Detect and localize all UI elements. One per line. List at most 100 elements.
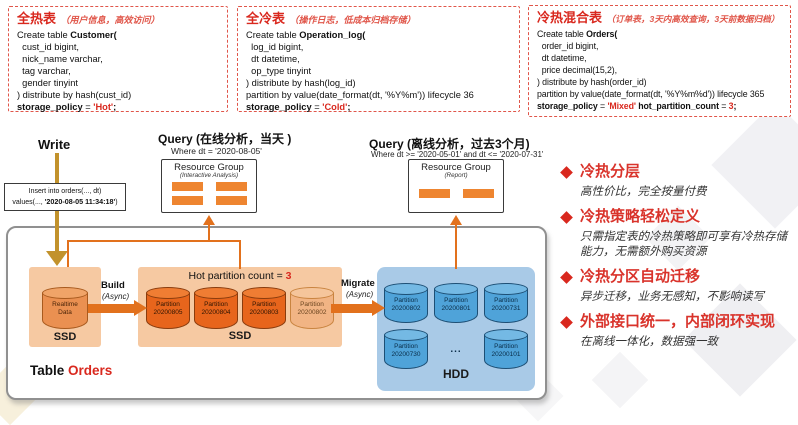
card-title: 冷热混合表: [537, 10, 603, 25]
code-line: storage_policy = 'Mixed' hot_partition_c…: [537, 101, 737, 111]
code-line: price decimal(15,2),: [537, 65, 617, 75]
feature-title: 冷热分区自动迁移: [580, 268, 701, 285]
query-offline-where: Where dt >= '2020-05-01' and dt <= '2020…: [371, 150, 544, 159]
cylinder-body: [484, 335, 528, 369]
resource-group-title: Resource Group: [421, 162, 491, 173]
insert-statement: Insert into orders(..., dt) values(..., …: [4, 183, 126, 211]
resource-bar: [462, 189, 494, 198]
bullet-diamond-icon: [560, 316, 573, 329]
resource-group-subtitle: (Report): [444, 172, 468, 179]
resource-group-subtitle: (Interactive Analysis): [179, 172, 239, 179]
sql-code: Create table Orders( order_id bigint, dt…: [537, 28, 782, 112]
cylinder-top: [434, 283, 478, 295]
feature-title: 冷热分层: [580, 163, 641, 180]
write-arrowhead-icon: [46, 251, 68, 266]
code-line: partition by value(date_format(dt, '%Y%m…: [246, 90, 474, 100]
card-title: 全冷表: [246, 11, 286, 26]
code-line: cust_id bigint,: [17, 42, 80, 52]
cylinder-body: [290, 293, 334, 329]
resource-bars: [169, 182, 249, 205]
migrate-async-label: (Async): [346, 290, 374, 299]
bullet-diamond-icon: [560, 211, 573, 224]
code-line: dt datetime,: [246, 54, 300, 64]
feature-item: 冷热分区自动迁移 异步迁移，业务无感知，不影响读写: [560, 268, 798, 305]
cylinder-top: [194, 287, 238, 299]
up-arrowhead-icon: [450, 215, 462, 225]
bullet-diamond-icon: [560, 166, 573, 179]
cylinder-top: [384, 329, 428, 341]
feature-desc: 高性价比，完全按量付费: [580, 186, 707, 198]
code-line: storage_policy = 'Hot';: [17, 102, 117, 112]
bullet-diamond-icon: [560, 271, 573, 284]
sql-card-cold-table: 全冷表 （操作日志，低成本归档存储） Create table Operatio…: [237, 6, 520, 112]
query-online-title: Query (在线分析，当天 ): [158, 132, 292, 146]
cylinder-body: [194, 293, 238, 329]
feature-item: 冷热策略轻松定义 只需指定表的冷热策略即可享有冷热存储能力，无需额外购买资源: [560, 208, 798, 260]
sql-code: Create table Operation_log( log_id bigin…: [246, 29, 511, 113]
code-line: ) distribute by hash(cust_id): [17, 90, 132, 100]
cylinder-top: [242, 287, 286, 299]
code-line: Create table Operation_log(: [246, 30, 366, 40]
code-line: tag varchar,: [17, 66, 71, 76]
code-line: storage_policy = 'Cold';: [246, 102, 351, 112]
resource-group-interactive: Resource Group (Interactive Analysis): [161, 159, 257, 213]
cylinder-body: [242, 293, 286, 329]
resource-bar: [171, 182, 203, 191]
table-orders-label: Table Orders: [30, 363, 113, 378]
resource-bars: [416, 189, 496, 198]
migrate-label: Migrate: [341, 278, 375, 289]
migrate-arrowhead-icon: [372, 300, 385, 316]
query-connector-line: [67, 240, 241, 242]
resource-bar: [418, 189, 450, 198]
query-connector-line: [455, 225, 457, 269]
cylinder-body: [146, 293, 190, 329]
insert-line2: values(..., '2020-08-05 11:34:18'): [12, 196, 118, 206]
code-line: nick_name varchar,: [17, 54, 103, 64]
resource-bar: [215, 196, 247, 205]
resource-group-title: Resource Group: [174, 162, 244, 173]
code-line: order_id bigint,: [537, 41, 599, 51]
write-label: Write: [38, 137, 71, 152]
code-line: partition by value(date_format(dt, '%Y%m…: [537, 89, 765, 99]
migrate-arrow: [331, 304, 372, 313]
card-subtitle: （用户信息，高效访问）: [60, 15, 160, 25]
build-arrowhead-icon: [134, 300, 147, 316]
code-line: ) distribute by hash(order_id): [537, 77, 647, 87]
feature-item: 外部接口统一，内部闭环实现 在离线一体化，数据强一致: [560, 313, 798, 350]
feature-list: 冷热分层 高性价比，完全按量付费 冷热策略轻松定义 只需指定表的冷热策略即可享有…: [560, 163, 798, 358]
query-connector-line: [239, 240, 241, 269]
card-title: 全热表: [17, 11, 57, 26]
card-subtitle: （订单表，3天内高效查询，3天前数据归档）: [606, 14, 780, 24]
code-line: op_type tinyint: [246, 66, 312, 76]
ssd-label: SSD: [53, 331, 77, 343]
code-line: ) distribute by hash(log_id): [246, 78, 356, 88]
code-line: gender tinyint: [17, 78, 78, 88]
card-header: 全冷表 （操作日志，低成本归档存储）: [246, 11, 511, 28]
resource-bar: [215, 182, 247, 191]
feature-desc: 异步迁移，业务无感知，不影响读写: [580, 291, 764, 303]
feature-title: 冷热策略轻松定义: [580, 208, 701, 225]
card-header: 全热表 （用户信息，高效访问）: [17, 11, 219, 28]
sql-code: Create table Customer( cust_id bigint, n…: [17, 29, 219, 113]
card-subtitle: （操作日志，低成本归档存储）: [289, 15, 416, 25]
query-online-where: Where dt = '2020-08-05': [171, 146, 262, 156]
ellipsis: ...: [450, 343, 462, 355]
query-connector-line: [67, 240, 69, 267]
cylinder-top: [42, 287, 88, 299]
build-arrow: [88, 304, 134, 313]
